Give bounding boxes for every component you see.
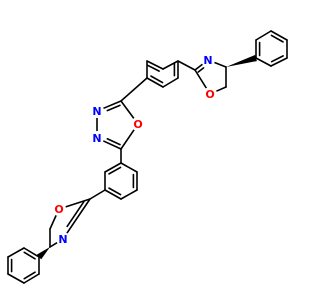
single-bond <box>146 77 164 88</box>
double-bond-inner-line <box>23 271 36 280</box>
atom-oxadiazole-nitrogen-b: N <box>90 131 104 145</box>
single-bond <box>102 100 122 110</box>
atom-lower-oxazoline-oxygen: O <box>52 202 66 216</box>
nitrogen-label: N <box>203 54 212 67</box>
single-bond <box>49 241 58 248</box>
atom-label-background <box>131 117 145 131</box>
atom-lower-oxazoline-nitrogen: N <box>56 232 70 246</box>
atom-upper-oxazoline-nitrogen: N <box>201 53 215 67</box>
single-bond <box>66 198 91 234</box>
single-bond <box>213 61 227 68</box>
atom-upper-oxazoline-oxygen: O <box>203 87 217 101</box>
double-bond-inner-line <box>108 166 122 175</box>
nitrogen-label: N <box>92 132 101 145</box>
single-bond <box>177 60 196 71</box>
molecule-structure-diagram: N O N N O O N <box>7 30 288 284</box>
double-bond-inner-line <box>197 67 205 73</box>
oxygen-label: O <box>54 203 63 216</box>
atom-oxadiazole-nitrogen-a: N <box>90 104 104 118</box>
atom-label-background <box>201 53 215 67</box>
atom-label-background <box>90 131 104 145</box>
oxygen-label: O <box>205 88 214 101</box>
single-bond <box>120 189 138 200</box>
stereo-wedge-layer <box>36 54 257 260</box>
single-bond <box>23 273 40 284</box>
single-bond <box>194 63 204 71</box>
oxygen-label: O <box>133 118 142 131</box>
single-bond <box>146 60 164 70</box>
single-bond <box>270 57 288 67</box>
single-bond <box>270 30 288 41</box>
atom-label-background <box>90 104 104 118</box>
atom-oxadiazole-oxygen: O <box>131 117 145 131</box>
single-bond <box>89 189 106 200</box>
single-bond <box>23 247 40 258</box>
bond-layer <box>7 30 288 284</box>
double-bond-inner-line <box>106 137 121 146</box>
double-bond-inner-line <box>150 75 164 84</box>
atom-label-layer: N O N N O O N <box>52 53 217 246</box>
double-bond-inner-line <box>270 55 284 63</box>
single-bond <box>255 30 272 41</box>
single-bond <box>194 69 208 89</box>
double-bond-inner-line <box>108 187 122 196</box>
single-bond <box>162 60 179 70</box>
single-bond <box>49 214 57 230</box>
double-bond-inner-line <box>23 251 36 260</box>
single-bond <box>120 100 135 120</box>
double-bond-inner-line <box>146 64 160 72</box>
single-bond <box>7 273 25 284</box>
single-bond <box>64 198 91 208</box>
single-bond <box>120 77 148 102</box>
stereo-wedge-bond <box>36 247 50 260</box>
single-bond <box>102 140 122 150</box>
atom-label-background <box>52 202 66 216</box>
double-bond-inner-line <box>270 34 284 43</box>
single-bond <box>104 189 122 200</box>
double-bond-inner-line <box>106 104 121 112</box>
single-bond <box>255 57 272 67</box>
double-bond-inner-line <box>66 200 85 228</box>
atom-label-background <box>203 87 217 101</box>
atom-label-background <box>56 232 70 246</box>
single-bond <box>162 77 179 88</box>
single-bond <box>120 128 135 150</box>
stereo-wedge-bond <box>226 54 257 67</box>
single-bond <box>215 86 227 92</box>
nitrogen-label: N <box>58 233 67 246</box>
single-bond <box>120 162 138 173</box>
single-bond <box>7 247 25 258</box>
nitrogen-label: N <box>92 105 101 118</box>
single-bond <box>104 162 122 173</box>
